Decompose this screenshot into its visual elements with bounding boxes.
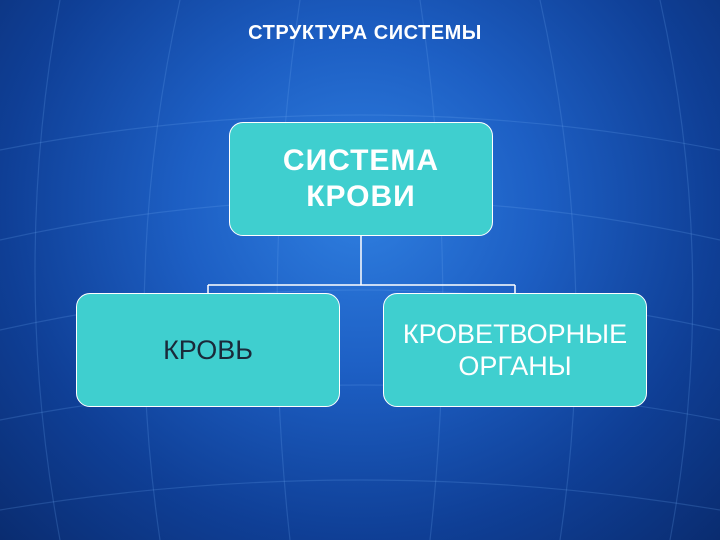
node-blood: КРОВЬ xyxy=(76,293,340,407)
node-blood-label: КРОВЬ xyxy=(163,334,253,365)
node-hematopoietic-organs: КРОВЕТВОРНЫЕ ОРГАНЫ xyxy=(383,293,647,407)
node-blood-system-line-1: СИСТЕМА xyxy=(282,144,440,177)
node-hematopoietic-organs-line-1: КРОВЕТВОРНЫЕ xyxy=(402,318,628,349)
slide-title: СТРУКТУРА СИСТЕМЫ xyxy=(248,22,482,44)
node-blood-system: СИСТЕМА КРОВИ xyxy=(229,122,493,236)
node-blood-system-line-2: КРОВИ xyxy=(306,180,416,213)
node-hematopoietic-organs-line-2: ОРГАНЫ xyxy=(458,351,572,381)
